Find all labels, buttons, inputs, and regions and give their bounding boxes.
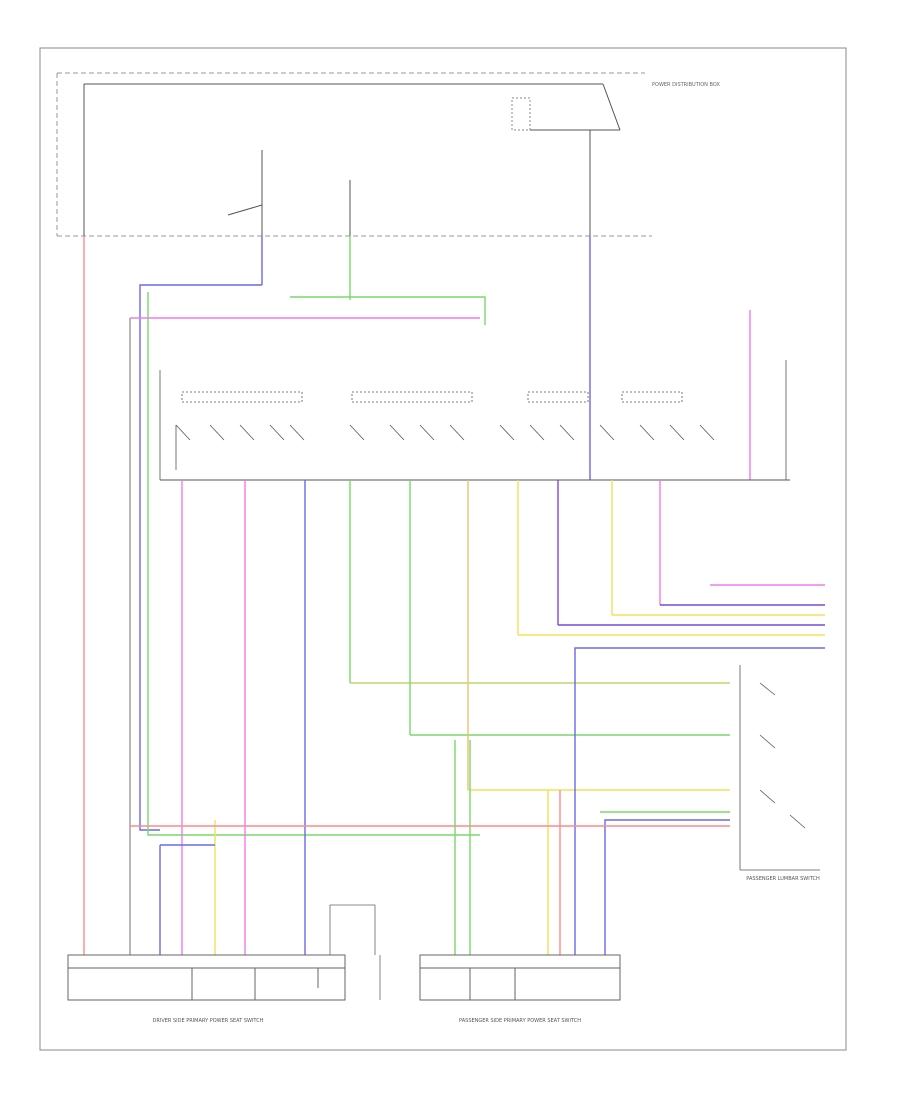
right-module-label: PASSENGER LUMBAR SWITCH bbox=[746, 876, 820, 882]
driver-seat-switch-module bbox=[67, 954, 346, 1001]
switch-row bbox=[159, 360, 787, 480]
center-ground-link bbox=[329, 904, 381, 1000]
wires bbox=[83, 236, 825, 955]
bottom-right-module-label: PASSENGER SIDE PRIMARY POWER SEAT SWITCH bbox=[459, 1018, 581, 1024]
diagram-frame bbox=[39, 47, 847, 1051]
top-right-label: POWER DISTRIBUTION BOX bbox=[652, 82, 720, 88]
passenger-lumbar-switch bbox=[739, 665, 820, 871]
passenger-seat-switch-module bbox=[419, 954, 621, 1001]
bottom-left-module-label: DRIVER SIDE PRIMARY POWER SEAT SWITCH bbox=[153, 1018, 264, 1024]
fuse-box-top bbox=[56, 72, 652, 237]
